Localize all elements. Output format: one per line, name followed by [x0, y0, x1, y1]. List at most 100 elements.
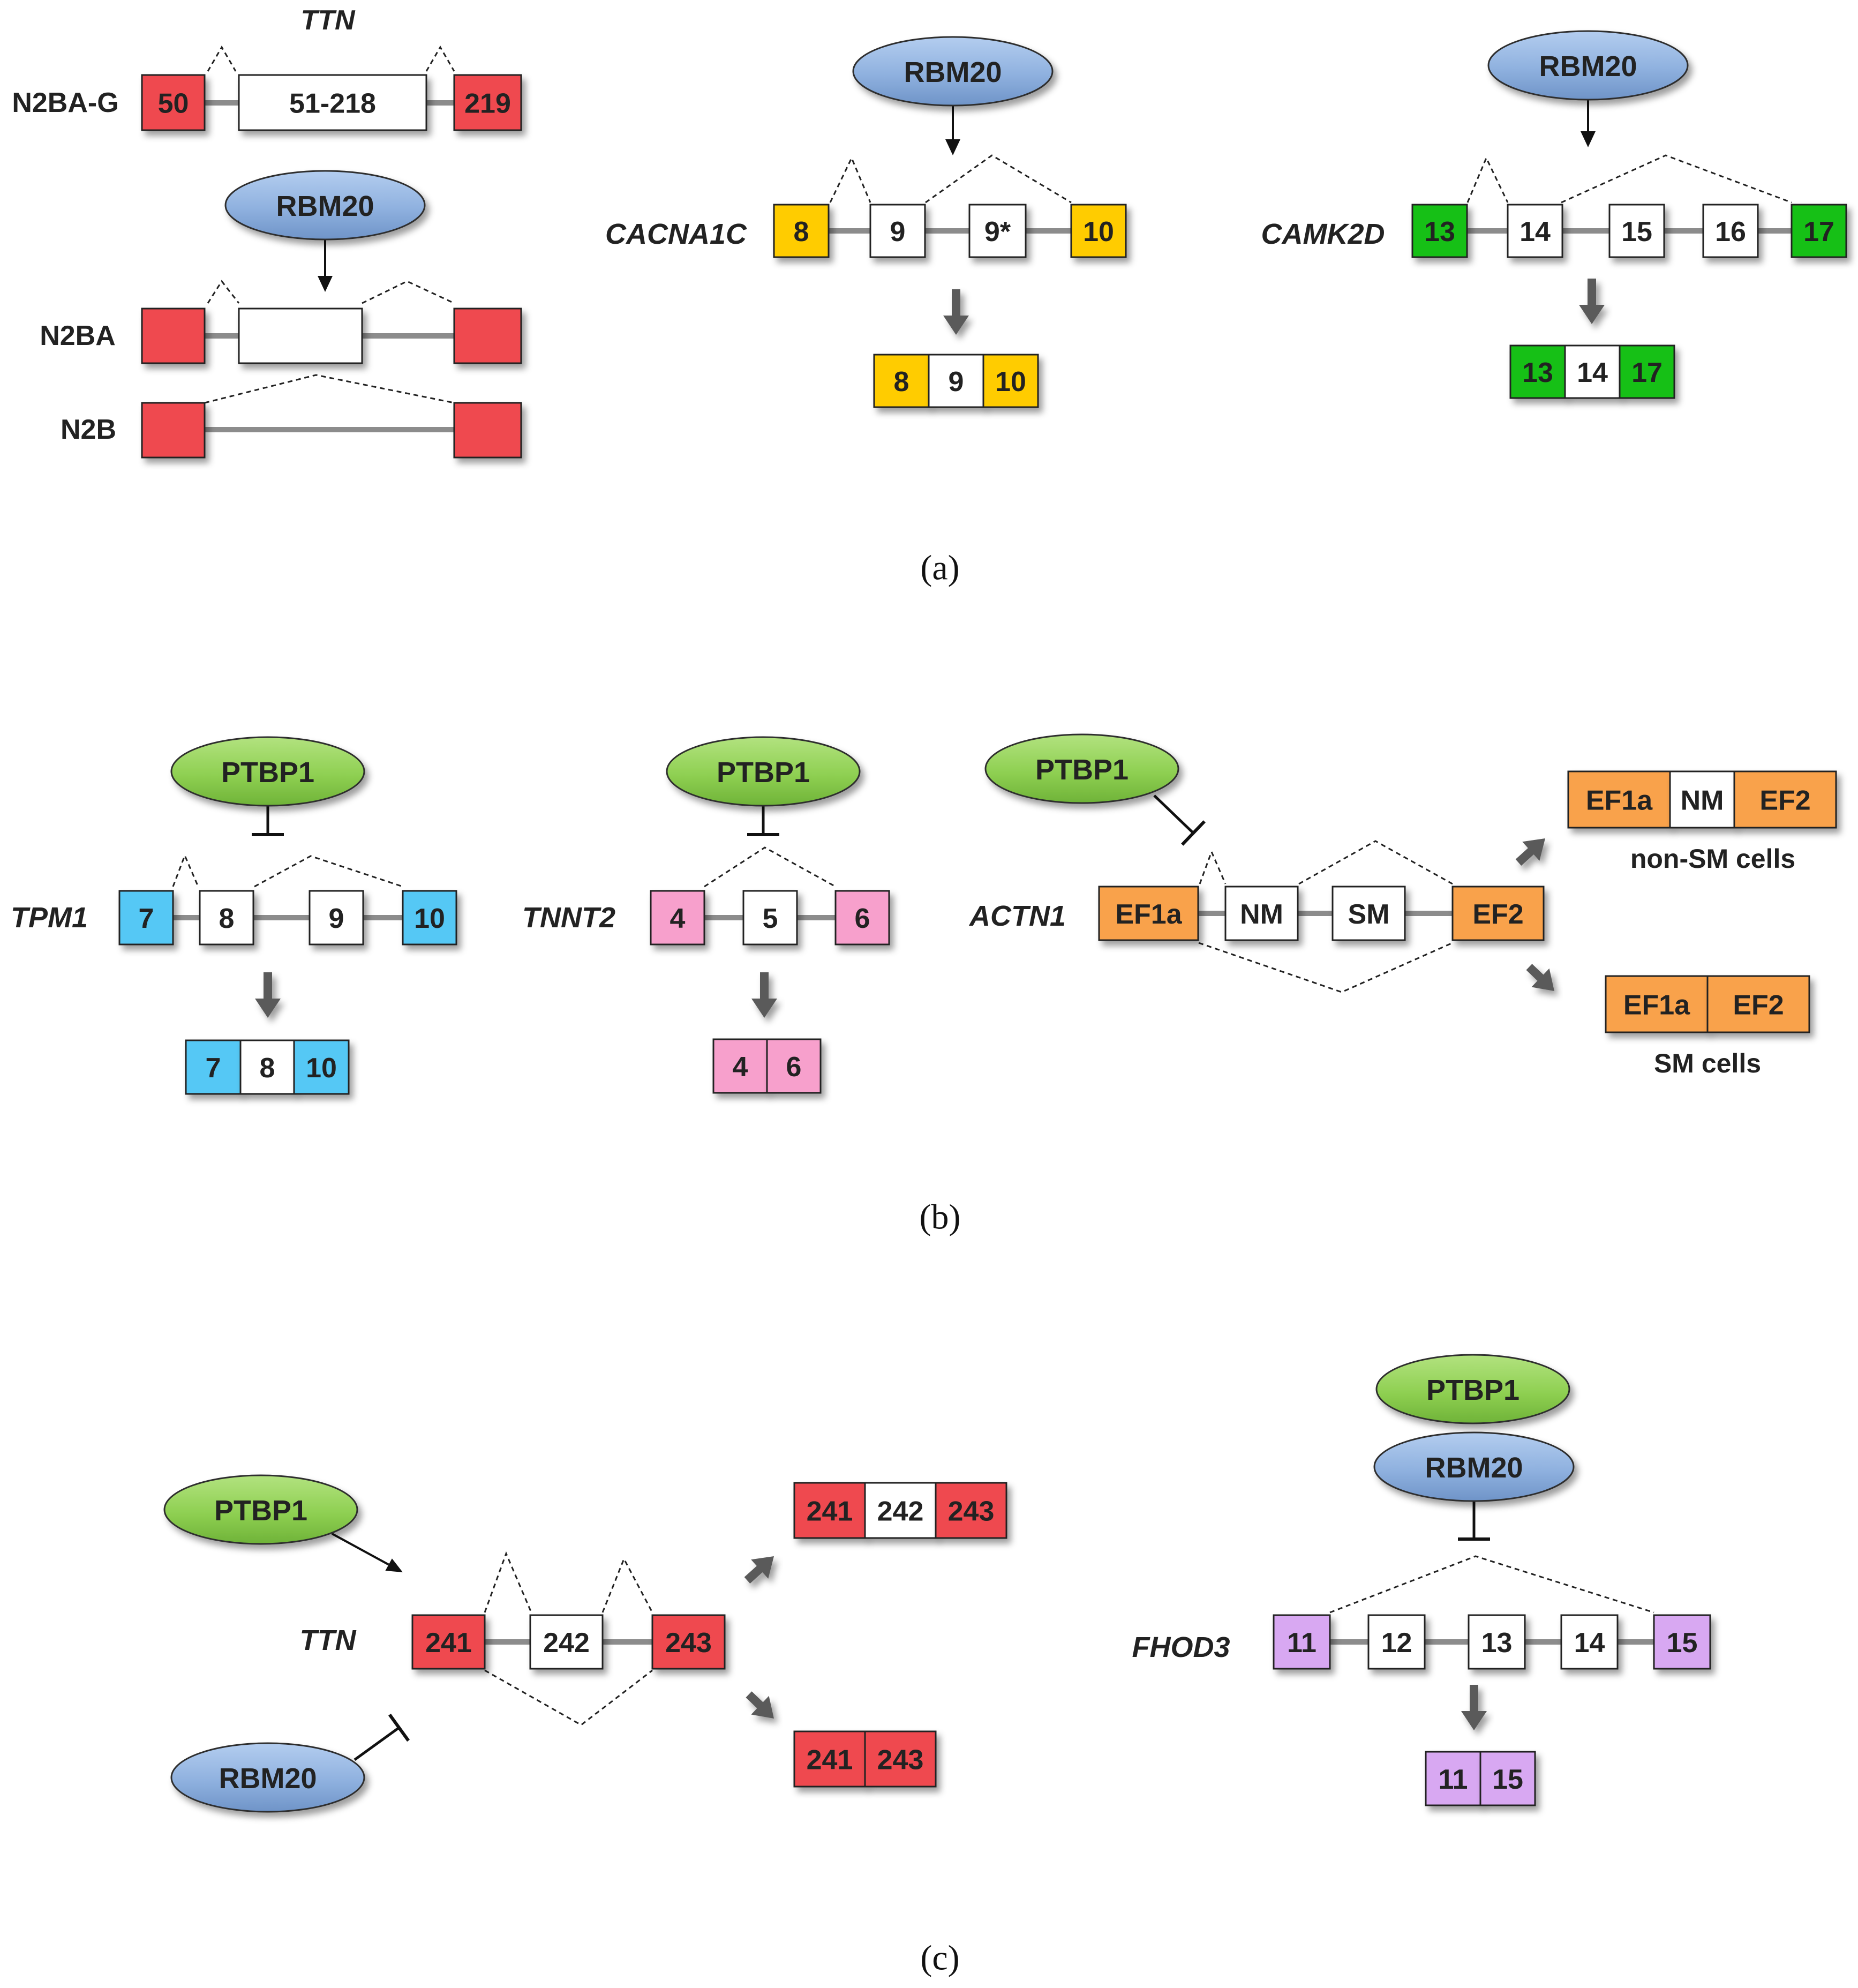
tpm1-product-0: [185, 1039, 242, 1095]
tnnt2-exon-1: [742, 890, 798, 946]
rbm20-fhod3: [1373, 1431, 1575, 1502]
actn1-product-sm-1-label: EF2: [1733, 990, 1784, 1021]
n2bag-exon-51-218-label: 51-218: [289, 88, 376, 119]
tpm1-product-2: [293, 1039, 350, 1095]
n2bag-exon-50-label: 50: [158, 88, 189, 119]
ptbp1-tnnt2: [666, 736, 861, 807]
isoform-n2ba: N2BA: [40, 320, 116, 351]
cacna1c-exon-1-label: 9: [890, 216, 906, 247]
rbm20-ttn-a-arrow-head: [318, 276, 333, 292]
actn1-product-non-sm-1-label: NM: [1681, 785, 1724, 816]
fhod3-product-1-label: 15: [1492, 1764, 1523, 1795]
cacna1c-splice-right: [925, 154, 1072, 204]
ptbp1-fhod3-label: PTBP1: [1426, 1374, 1520, 1406]
fhod3-exon-2: [1468, 1614, 1526, 1670]
cacna1c-exon-3: [1070, 204, 1127, 258]
ptbp1-tpm1-label: PTBP1: [221, 756, 314, 789]
fhod3-splice: [1329, 1555, 1654, 1614]
cacna1c-exon-0-label: 8: [794, 216, 809, 247]
rbm20-fhod3-label: RBM20: [1425, 1452, 1523, 1484]
gene-tpm1: TPM1: [11, 902, 88, 934]
cacna1c-product-0-label: 8: [894, 366, 909, 397]
tpm1-exon-3: [402, 890, 457, 946]
actn1-product-sm-0-label: EF1a: [1623, 990, 1690, 1021]
ttn-c-exon-2-label: 243: [665, 1627, 712, 1659]
actn1-non-sm-arrow: [1515, 838, 1545, 866]
n2ba-splice-right: [362, 280, 455, 304]
actn1-product-sm-0: [1605, 975, 1709, 1033]
tnnt2-exon-1-label: 5: [763, 903, 778, 934]
ttn-c-product-skip-1: [864, 1730, 937, 1788]
n2ba-exon-left: [141, 307, 206, 364]
cacna1c-result-arrow: [943, 289, 969, 335]
tpm1-splice-right: [254, 855, 403, 888]
cacna1c-exon-2: [968, 204, 1027, 258]
ptbp1-actn1-inhibit: [1153, 794, 1194, 834]
n2ba-exon-middle: [238, 307, 363, 364]
actn1-sm-arrow: [1526, 964, 1554, 991]
camk2d-product-2: [1619, 344, 1675, 399]
ttn-c-product-inclusion-1: [864, 1482, 937, 1539]
rbm20-ttn-c: [170, 1742, 365, 1813]
ttn-c-product-inclusion-2-label: 243: [948, 1496, 995, 1527]
tpm1-exon-1-label: 8: [219, 903, 235, 934]
camk2d-exon-0: [1411, 204, 1468, 258]
isoform-n2ba-g: N2BA-G: [12, 87, 118, 118]
rbm20-ttn-c-inhibit-bar: [388, 1713, 410, 1742]
rbm20-camk2d: [1487, 30, 1689, 101]
cacna1c-product-2: [982, 354, 1039, 408]
ttn-c-splice-right: [601, 1557, 653, 1613]
ttn-c-product-inclusion-0-label: 241: [807, 1496, 853, 1527]
ttn-c-product-inclusion-1-label: 242: [877, 1496, 924, 1527]
n2bag-splice-left: [207, 46, 237, 72]
cacna1c-product-1-label: 9: [949, 366, 964, 397]
camk2d-result-arrow: [1579, 279, 1605, 324]
ttn-c-splice-left: [484, 1551, 532, 1613]
fhod3-exon-0: [1273, 1614, 1331, 1670]
ptbp1-ttn-c-label: PTBP1: [214, 1495, 307, 1527]
cacna1c-exon-2-label: 9*: [984, 216, 1011, 247]
actn1-product-non-sm-2-label: EF2: [1759, 785, 1810, 816]
tnnt2-exon-0: [650, 890, 705, 946]
actn1-product-sm-1: [1706, 975, 1810, 1033]
ttn-c-skip-arrow: [746, 1691, 774, 1719]
ptbp1-actn1-inhibit-bar: [1181, 820, 1206, 846]
gene-actn1: ACTN1: [968, 900, 1066, 932]
camk2d-exon-2: [1608, 204, 1665, 258]
tpm1-exon-2: [309, 890, 364, 946]
tnnt2-product-1-label: 6: [786, 1052, 802, 1083]
cacna1c-product-0: [873, 354, 930, 408]
tpm1-exon-1: [199, 890, 254, 946]
rbm20-cacna1c-arrow-head: [945, 139, 960, 155]
cacna1c-exon-1: [869, 204, 926, 258]
n2bag-exon-51-218: [238, 74, 427, 131]
camk2d-splice-right: [1561, 154, 1792, 204]
ttn-c-product-skip-1-label: 243: [877, 1745, 924, 1776]
tpm1-product-1: [239, 1039, 295, 1095]
camk2d-exon-3: [1702, 204, 1759, 258]
fhod3-exon-1-label: 12: [1381, 1627, 1412, 1659]
tnnt2-exon-2-label: 6: [855, 903, 870, 934]
camk2d-exon-1: [1507, 204, 1563, 258]
ptbp1-ttn-c: [163, 1474, 358, 1545]
ttn-c-exon-1-label: 242: [543, 1627, 590, 1659]
actn1-exon-0: [1098, 886, 1199, 941]
ttn-c-exon-0: [411, 1614, 486, 1670]
fhod3-exon-4: [1653, 1614, 1711, 1670]
fhod3-exon-2-label: 13: [1481, 1627, 1513, 1659]
panel-label-a: (a): [920, 549, 959, 588]
rbm20-cacna1c: [852, 36, 1054, 107]
camk2d-exon-0-label: 13: [1424, 216, 1455, 247]
actn1-splice-nm-right: [1298, 840, 1453, 885]
fhod3-exon-4-label: 15: [1667, 1627, 1698, 1659]
ptbp1-ttn-c-arrow-head: [385, 1558, 403, 1572]
rbm20-ttn-a-label: RBM20: [276, 190, 374, 222]
cacna1c-splice-left: [829, 156, 871, 203]
tpm1-result-arrow: [255, 972, 281, 1018]
rbm20-ttn-c-inhibit: [353, 1726, 400, 1761]
camk2d-splice-left: [1466, 156, 1509, 203]
gene-tnnt2: TNNT2: [522, 902, 615, 934]
rbm20-camk2d-arrow-head: [1581, 131, 1596, 147]
tpm1-splice-left: [172, 853, 199, 887]
